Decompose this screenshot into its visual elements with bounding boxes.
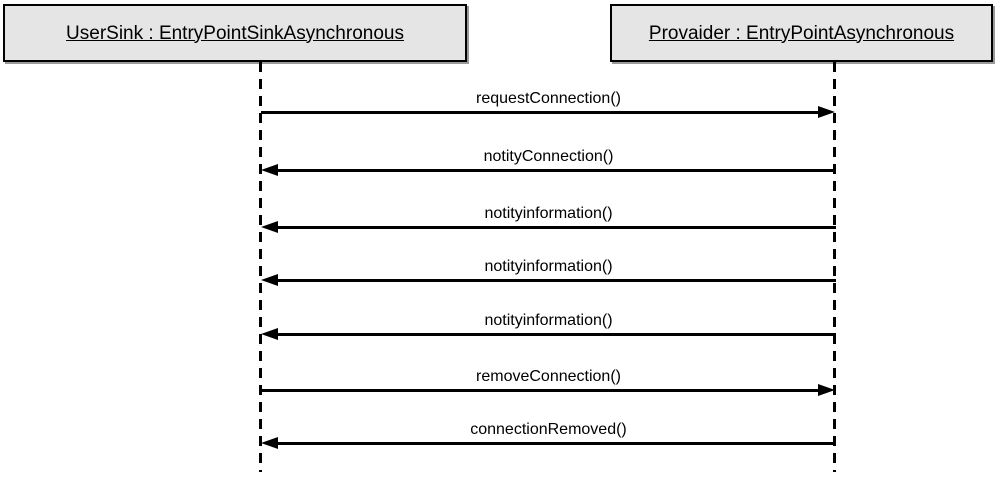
- lifeline-provaider: [833, 62, 836, 472]
- arrowhead-left-icon: [261, 274, 278, 286]
- message-line: [261, 389, 821, 392]
- participant-label-provaider: Provaider : EntryPointAsynchronous: [648, 22, 955, 44]
- message-line: [276, 226, 836, 229]
- message-line: [276, 169, 836, 172]
- message-label: notityinformation(): [484, 312, 613, 329]
- lifeline-usersink: [259, 62, 262, 472]
- arrowhead-left-icon: [261, 221, 278, 233]
- participant-label-usersink: UserSink : EntryPointSinkAsynchronous: [66, 22, 404, 44]
- message-label: removeConnection(): [476, 368, 621, 385]
- message-label: connectionRemoved(): [470, 421, 627, 438]
- message-label: notityinformation(): [484, 258, 613, 275]
- message-line: [261, 111, 821, 114]
- message-label: requestConnection(): [476, 90, 621, 107]
- arrowhead-left-icon: [261, 328, 278, 340]
- arrowhead-right-icon: [818, 106, 835, 118]
- message-line: [276, 442, 836, 445]
- message-label: notityinformation(): [484, 205, 613, 222]
- participant-box-provaider: Provaider : EntryPointAsynchronous: [610, 4, 993, 62]
- arrowhead-left-icon: [261, 437, 278, 449]
- arrowhead-left-icon: [261, 164, 278, 176]
- message-line: [276, 333, 836, 336]
- message-line: [276, 279, 836, 282]
- message-label: notityConnection(): [483, 148, 614, 165]
- participant-box-usersink: UserSink : EntryPointSinkAsynchronous: [3, 4, 467, 62]
- arrowhead-right-icon: [818, 384, 835, 396]
